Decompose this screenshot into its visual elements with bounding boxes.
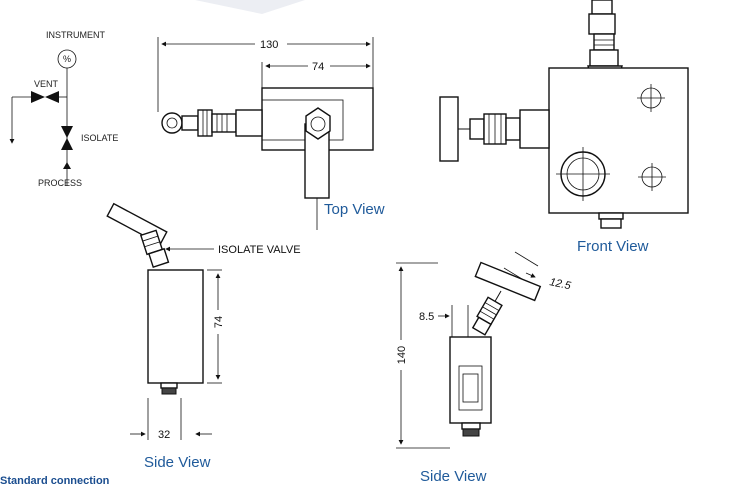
schematic-instrument-label: INSTRUMENT — [46, 30, 105, 40]
side-right-offset-b-dim: 12.5 — [548, 276, 572, 292]
isolate-valve-callout: ISOLATE VALVE — [218, 244, 301, 256]
schematic-isolate-label: ISOLATE — [81, 133, 118, 143]
top-view-body-dim: 74 — [312, 61, 324, 73]
top-view-overall-dim: 130 — [260, 39, 278, 51]
top-view-caption: Top View — [324, 201, 385, 218]
side-view-right: 12.5 8.5 140 Side View — [396, 251, 573, 485]
schematic-process-label: PROCESS — [38, 178, 82, 188]
side-left-body — [147, 269, 204, 384]
hex-nut-icon — [305, 107, 331, 140]
side-view-left-caption: Side View — [144, 454, 211, 471]
handwheel-icon — [161, 112, 183, 134]
side-right-height-dim: 140 — [396, 346, 408, 364]
front-view-caption: Front View — [577, 238, 649, 255]
schematic: INSTRUMENT % VENT ISOLATE PROCESS — [9, 30, 118, 188]
side-right-offset-a-dim: 8.5 — [419, 311, 434, 323]
side-left-width-dim: 32 — [158, 429, 170, 441]
vent-valve-icon — [31, 91, 45, 103]
side-view-left: ISOLATE VALVE 74 32 Side View — [106, 202, 301, 471]
gauge-symbol: % — [63, 54, 71, 64]
isolate-valve-icon — [61, 126, 73, 138]
decorative-shape — [195, 0, 305, 14]
front-handwheel-icon — [439, 96, 459, 162]
side-view-right-caption: Side View — [420, 468, 487, 485]
side-right-body — [449, 336, 492, 424]
side-left-height-dim: 74 — [213, 316, 225, 328]
schematic-vent-label: VENT — [34, 79, 59, 89]
top-view: 130 74 Top View — [157, 37, 385, 230]
side-right-handwheel-icon — [474, 261, 542, 302]
front-view: Front View — [439, 0, 689, 255]
standard-connection-heading: Standard connection — [0, 475, 110, 487]
